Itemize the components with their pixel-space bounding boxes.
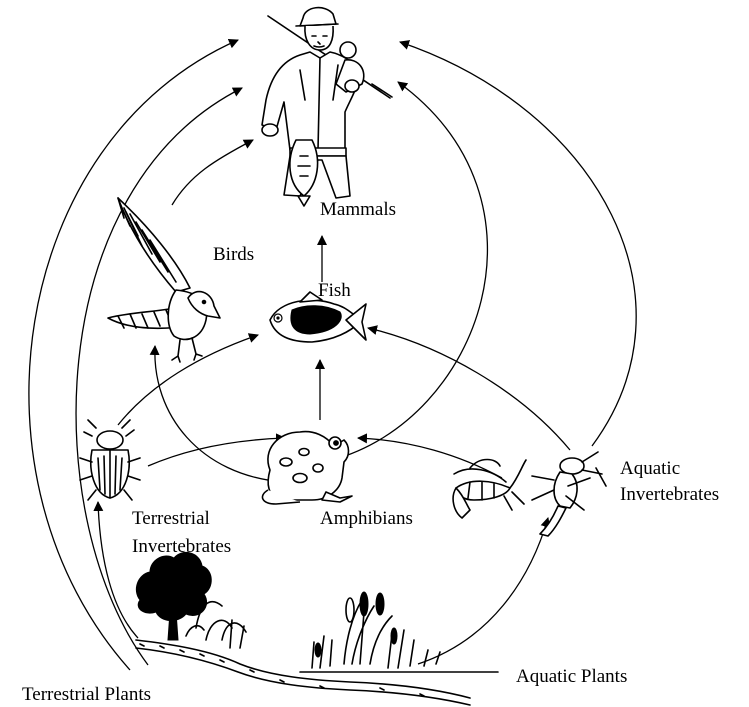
arrow-terrestrial-invertebrates-to-fish <box>118 335 258 425</box>
terrestrial-plants-label: Terrestrial Plants <box>22 684 151 705</box>
birds-label: Birds <box>213 244 254 265</box>
aquatic-invertebrates-label-line1: Aquatic <box>620 458 680 479</box>
arrow-aquatic-plants-to-aquatic-invertebrates <box>418 518 548 664</box>
aquatic-plants-label: Aquatic Plants <box>516 666 627 687</box>
frog-icon <box>262 432 352 504</box>
arrow-birds-to-mammals <box>172 140 253 205</box>
fish-label: Fish <box>318 280 351 301</box>
aquatic-invertebrates-label-line2: Invertebrates <box>620 484 719 505</box>
eagle-icon <box>108 198 220 362</box>
reeds-icon <box>312 592 440 668</box>
arrow-aquatic-invertebrates-to-mammals <box>400 42 636 446</box>
fisherman-icon <box>262 8 392 206</box>
arrow-aquatic-invertebrates-to-fish <box>368 328 570 450</box>
mammals-label: Mammals <box>320 199 396 220</box>
amphibians-label: Amphibians <box>320 508 413 529</box>
tree-icon <box>136 552 246 648</box>
beetle-icon <box>80 420 140 500</box>
arrow-aquatic-invertebrates-to-amphibians <box>358 438 502 478</box>
arrow-amphibians-to-mammals <box>332 82 487 460</box>
terrestrial-invertebrates-label-line1: Terrestrial <box>132 508 210 529</box>
arrow-amphibians-to-birds <box>155 346 283 482</box>
